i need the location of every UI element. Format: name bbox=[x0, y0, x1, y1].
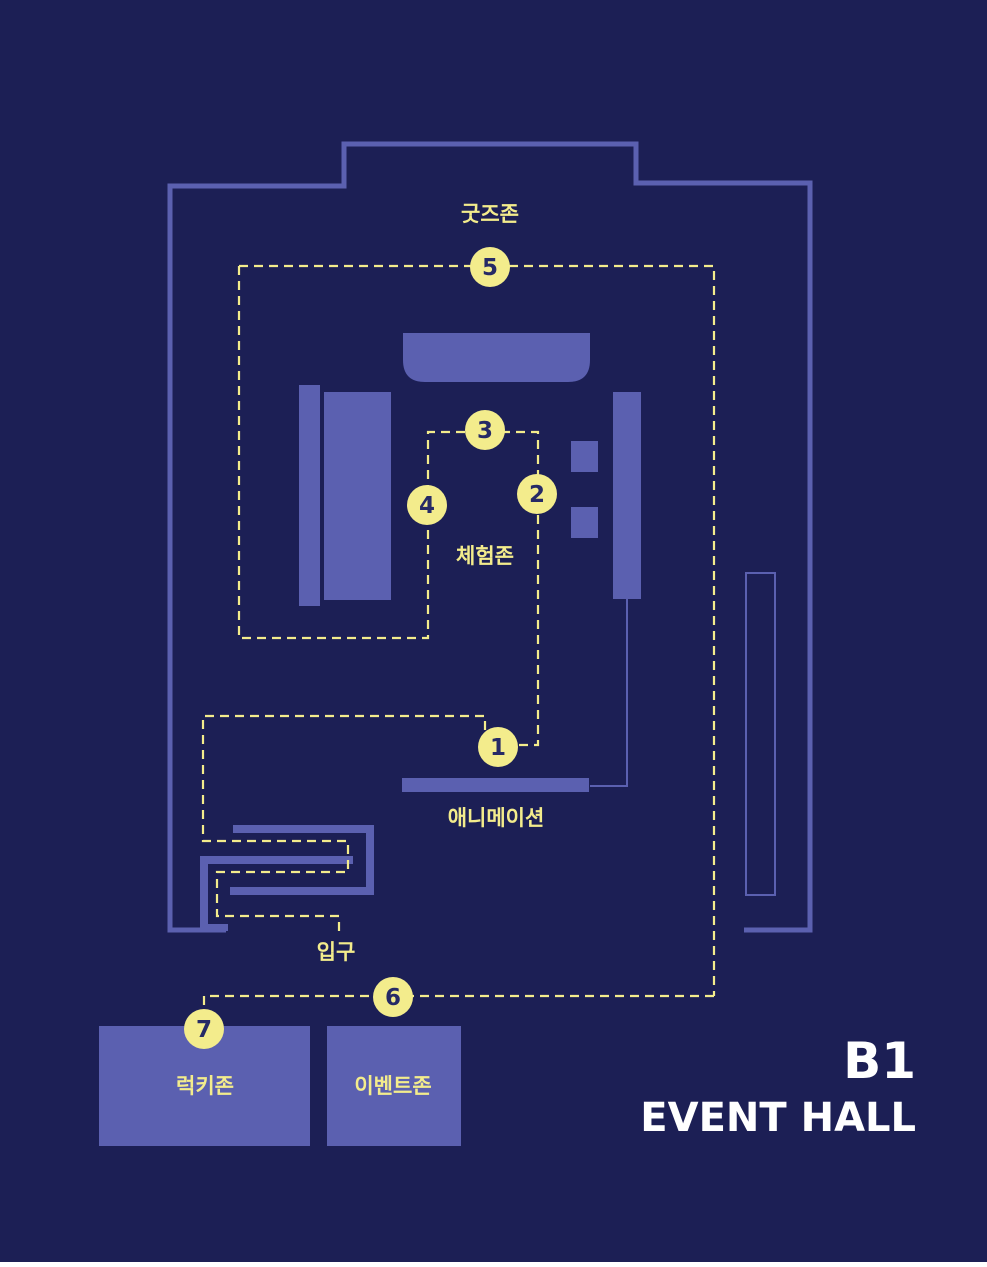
event-zone-room bbox=[327, 1026, 461, 1146]
svg-text:1: 1 bbox=[490, 735, 506, 761]
top-counter bbox=[403, 333, 590, 382]
marker-3: 3 bbox=[465, 410, 505, 450]
svg-text:2: 2 bbox=[529, 482, 545, 508]
left-pillar bbox=[299, 385, 320, 606]
marker-5: 5 bbox=[470, 247, 510, 287]
label-experience-zone: 체험존 bbox=[456, 544, 514, 568]
marker-6: 6 bbox=[373, 977, 413, 1017]
marker-4: 4 bbox=[407, 485, 447, 525]
right-pillar bbox=[613, 392, 641, 599]
route-exit-path bbox=[202, 994, 714, 1030]
small-block-upper bbox=[571, 441, 598, 472]
label-goods-zone: 굿즈존 bbox=[461, 202, 519, 226]
label-entrance: 입구 bbox=[317, 940, 356, 964]
outer-wall bbox=[167, 141, 813, 933]
label-lucky-zone: 럭키존 bbox=[176, 1074, 234, 1098]
label-event-zone: 이벤트존 bbox=[354, 1074, 431, 1098]
route-entrance-path bbox=[201, 714, 487, 935]
floor-title: B1 bbox=[843, 1032, 916, 1090]
svg-text:6: 6 bbox=[385, 985, 401, 1011]
svg-text:5: 5 bbox=[482, 255, 498, 281]
left-display-block bbox=[324, 392, 391, 600]
marker-2: 2 bbox=[517, 474, 557, 514]
label-animation: 애니메이션 bbox=[448, 806, 545, 830]
connector-line bbox=[590, 599, 628, 787]
animation-bar bbox=[402, 778, 589, 792]
small-block-lower bbox=[571, 507, 598, 538]
hall-title: EVENT HALL bbox=[640, 1095, 916, 1141]
marker-1: 1 bbox=[478, 727, 518, 767]
svg-text:3: 3 bbox=[477, 418, 493, 444]
svg-text:7: 7 bbox=[196, 1017, 212, 1043]
route-goods-loop bbox=[239, 264, 716, 996]
svg-text:4: 4 bbox=[419, 493, 435, 519]
marker-7: 7 bbox=[184, 1009, 224, 1049]
queue-lanes bbox=[200, 825, 374, 931]
right-column-outline bbox=[745, 572, 776, 896]
